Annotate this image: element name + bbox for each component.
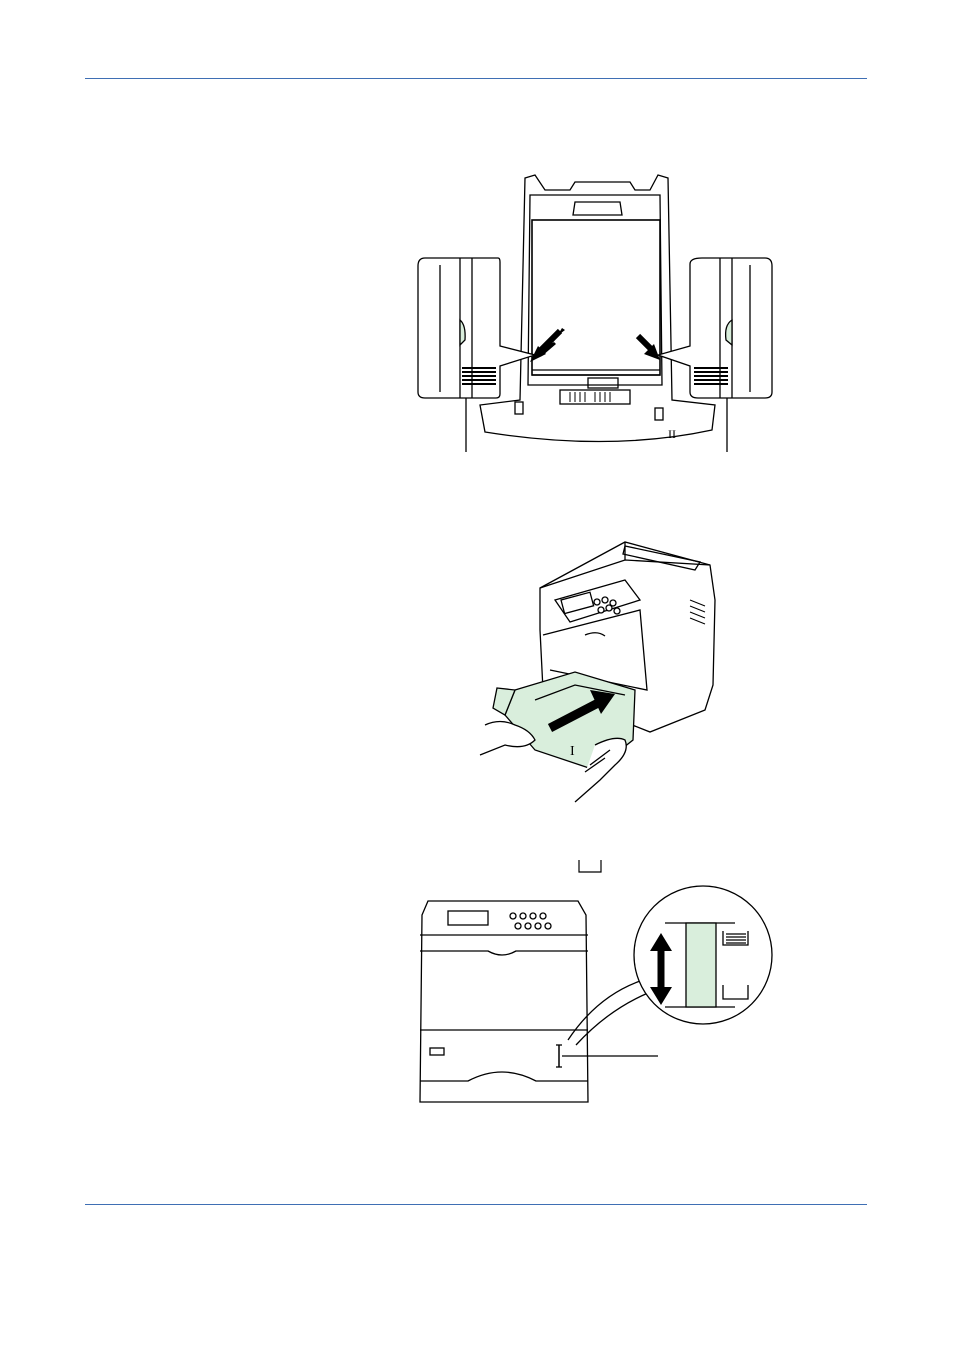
footer-rule <box>85 1204 867 1205</box>
up-down-arrow-icon <box>650 933 672 1005</box>
svg-text:II: II <box>668 427 676 441</box>
figure-paper-gauge <box>418 885 778 1105</box>
svg-text:I: I <box>570 744 575 759</box>
header-rule <box>85 78 867 79</box>
arrow-in-right-icon <box>635 333 660 360</box>
figure-insert-tray: I <box>475 540 725 803</box>
paper-empty-icon <box>722 985 749 1000</box>
push-arrow-icon <box>547 690 615 732</box>
paper-empty-icon <box>577 858 603 874</box>
figure-tray-guides: II <box>410 170 780 455</box>
right-guide-detail <box>655 257 773 452</box>
left-guide-detail <box>417 257 538 452</box>
paper-full-icon <box>722 931 749 946</box>
arrow-in-left-icon <box>530 328 565 362</box>
